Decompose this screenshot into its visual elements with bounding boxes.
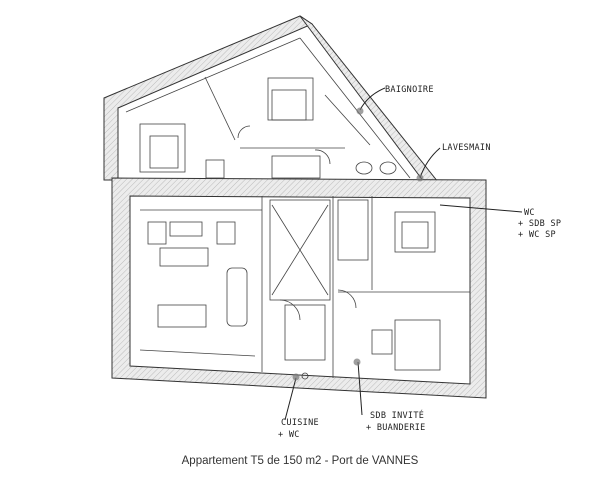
plan-caption: Appartement T5 de 150 m2 - Port de VANNE… <box>181 455 419 467</box>
label-wc: WC <box>524 208 535 218</box>
label-cuisine-wc: + WC <box>278 430 300 440</box>
annotation-markers <box>292 107 424 381</box>
label-buanderie: + BUANDERIE <box>366 423 426 433</box>
upper-wing-rooms <box>125 37 411 179</box>
label-baignoire: BAIGNOIRE <box>385 85 434 95</box>
label-wc-sp: + WC SP <box>518 230 556 240</box>
main-walls <box>111 177 487 399</box>
label-lavesmain: LAVESMAIN <box>442 143 491 153</box>
label-sdb-sp: + SDB SP <box>518 219 561 229</box>
main-rooms <box>139 196 470 380</box>
label-cuisine: CUISINE <box>281 418 319 428</box>
upper-wing-walls <box>103 15 440 183</box>
label-sdb-invite: SDB INVITÉ <box>370 409 424 421</box>
